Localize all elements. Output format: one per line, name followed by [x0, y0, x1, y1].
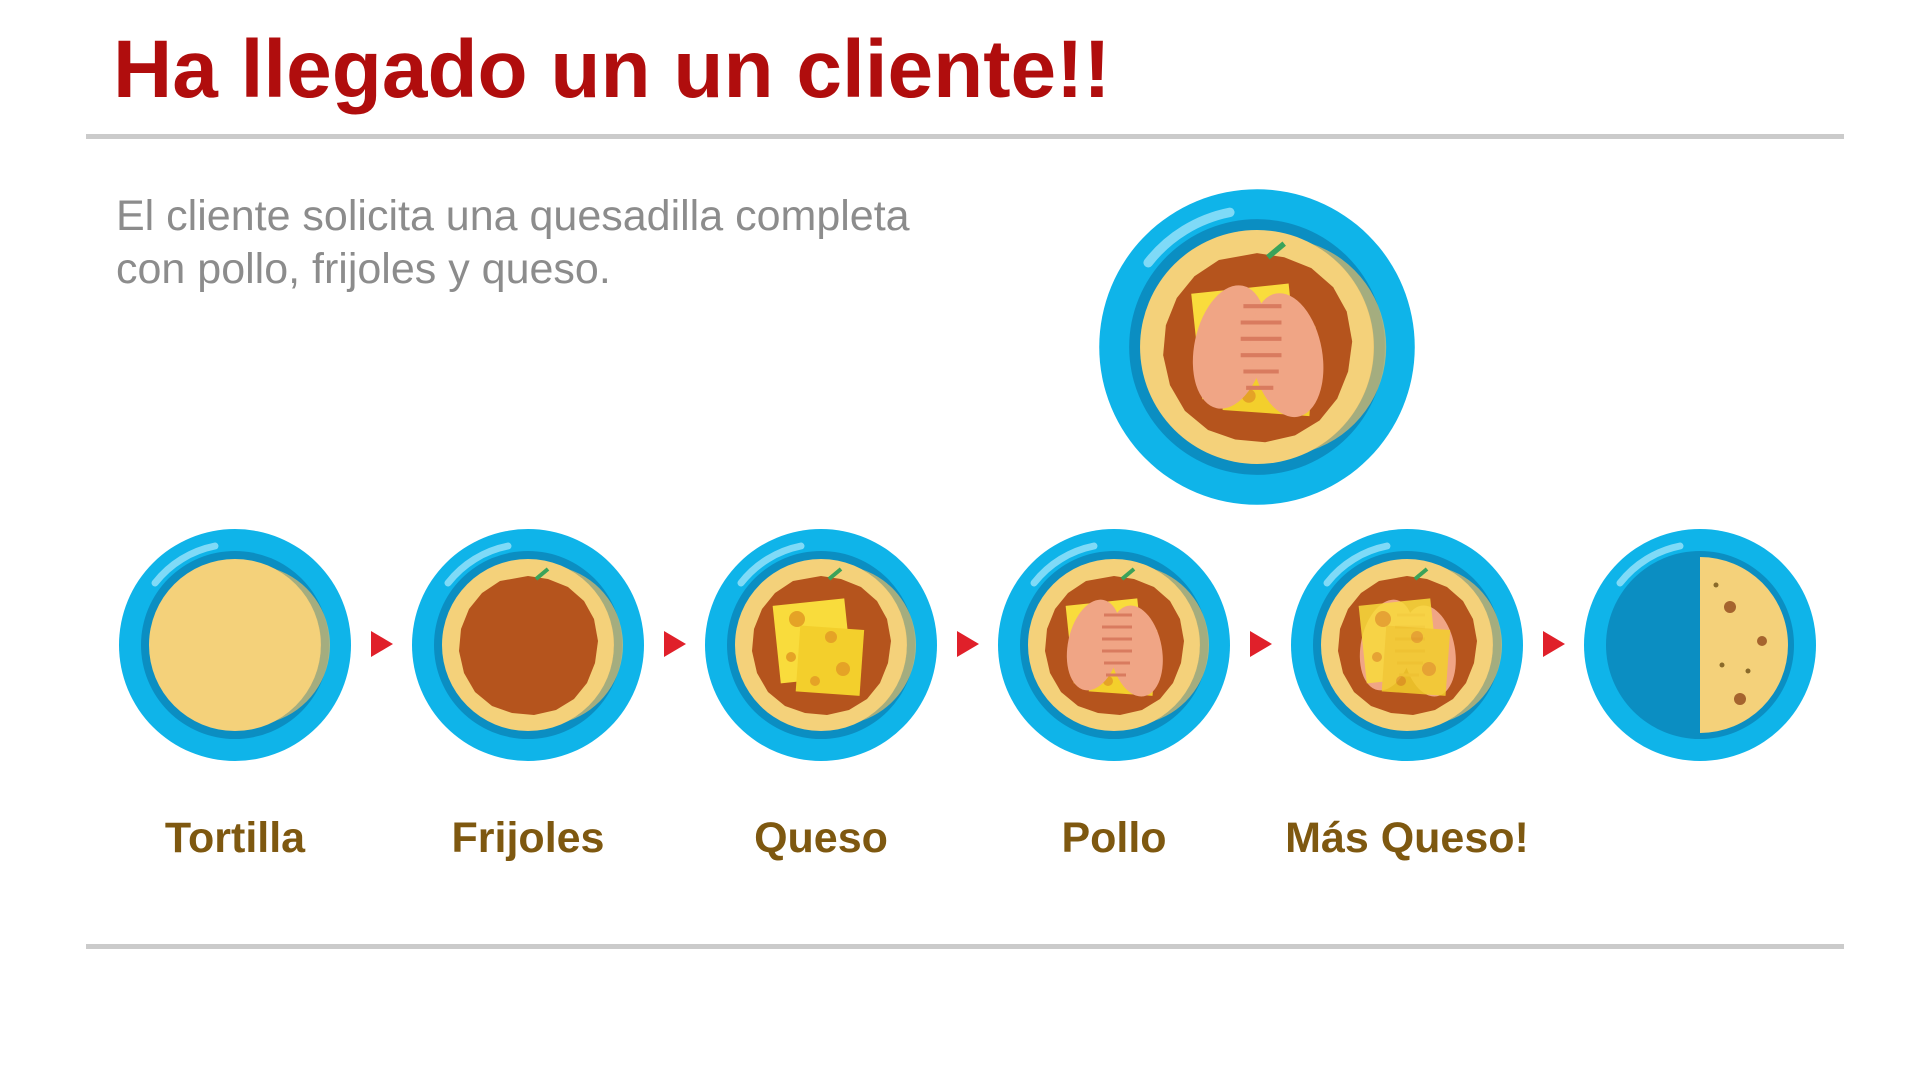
more-cheese-plate-icon: [1287, 525, 1527, 765]
bottom-divider: [86, 944, 1844, 949]
step-label-frijoles: Frijoles: [451, 814, 605, 862]
folded-quesadilla-plate-icon: [1580, 525, 1820, 765]
step-arrow-icon: [371, 631, 393, 657]
order-description-line-1: El cliente solicita una quesadilla compl…: [116, 192, 910, 240]
step-label-queso: Queso: [754, 814, 888, 862]
chicken-plate-icon: [994, 525, 1234, 765]
step-arrow-icon: [1543, 631, 1565, 657]
order-description-line-2: con pollo, frijoles y queso.: [116, 245, 611, 293]
step-arrow-icon: [664, 631, 686, 657]
top-divider: [86, 134, 1844, 139]
page-title: Ha llegado un un cliente!!: [113, 24, 1111, 115]
step-arrow-icon: [957, 631, 979, 657]
order-description: El cliente solicita una quesadilla compl…: [116, 190, 1016, 296]
beans-plate-icon: [408, 525, 648, 765]
step-label-mas-queso: Más Queso!: [1285, 814, 1529, 862]
completed-quesadilla-order-icon: [1097, 187, 1417, 507]
step-arrow-icon: [1250, 631, 1272, 657]
step-label-pollo: Pollo: [1061, 814, 1167, 862]
tortilla-plate-icon: [115, 525, 355, 765]
cheese-plate-icon: [701, 525, 941, 765]
step-label-tortilla: Tortilla: [164, 814, 306, 862]
